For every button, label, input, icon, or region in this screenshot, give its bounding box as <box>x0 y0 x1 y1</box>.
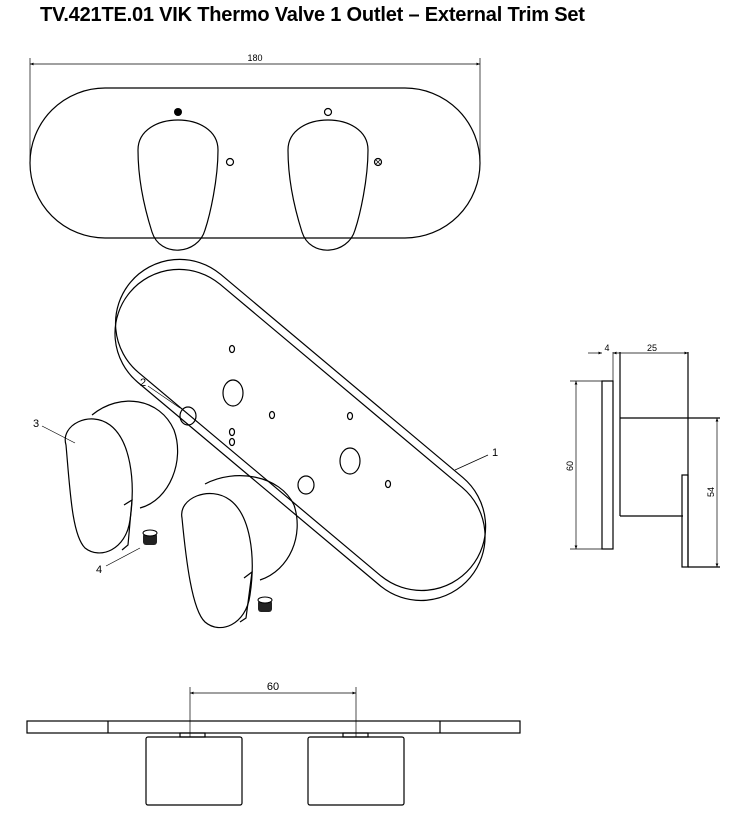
depth-label: 25 <box>647 343 657 353</box>
side-plate <box>601 380 614 550</box>
bottom-view: 60 <box>26 681 521 806</box>
side-handle <box>681 474 689 568</box>
indicator-dot <box>323 107 333 117</box>
width-dimension-label: 180 <box>247 53 262 63</box>
flow-indicator-icon <box>373 157 383 167</box>
plate-height-label: 60 <box>565 461 575 471</box>
centers-dimension-label: 60 <box>267 681 279 693</box>
front-view: 180 <box>29 53 481 251</box>
plate-thickness-label: 4 <box>604 343 609 353</box>
drawing-title: TV.421TE.01 VIK Thermo Valve 1 Outlet – … <box>40 4 585 26</box>
cover-plate-outline <box>29 87 481 239</box>
plate-bottom <box>26 720 521 734</box>
lower-handle-body <box>204 475 298 581</box>
side-view: 4 25 60 54 <box>565 343 720 568</box>
right-handle-bottom <box>307 736 405 806</box>
cover-plate <box>114 258 487 592</box>
spindle-hole <box>222 379 244 407</box>
spindle-hole <box>339 447 361 475</box>
hot-indicator-dot <box>174 108 182 116</box>
callout-3: 3 <box>33 418 39 430</box>
upper-handle-lever <box>64 418 133 554</box>
left-handle-bottom <box>145 736 243 806</box>
exploded-view: 1 2 3 4 <box>33 258 498 629</box>
callout-2: 2 <box>140 377 146 389</box>
upper-handle-body <box>91 400 179 509</box>
left-lever-handle <box>137 119 219 251</box>
callout-1: 1 <box>492 447 498 459</box>
cover-plate-edge <box>114 268 486 602</box>
grub-screw <box>142 529 158 545</box>
lower-handle-lever <box>181 492 253 629</box>
spindle-adapter <box>179 406 197 426</box>
handle-height-label: 54 <box>706 487 716 497</box>
right-lever-handle <box>287 119 369 251</box>
grub-screw <box>257 596 273 612</box>
callout-4: 4 <box>96 564 102 576</box>
spindle-adapter <box>297 475 315 495</box>
off-indicator-dot <box>225 157 235 167</box>
